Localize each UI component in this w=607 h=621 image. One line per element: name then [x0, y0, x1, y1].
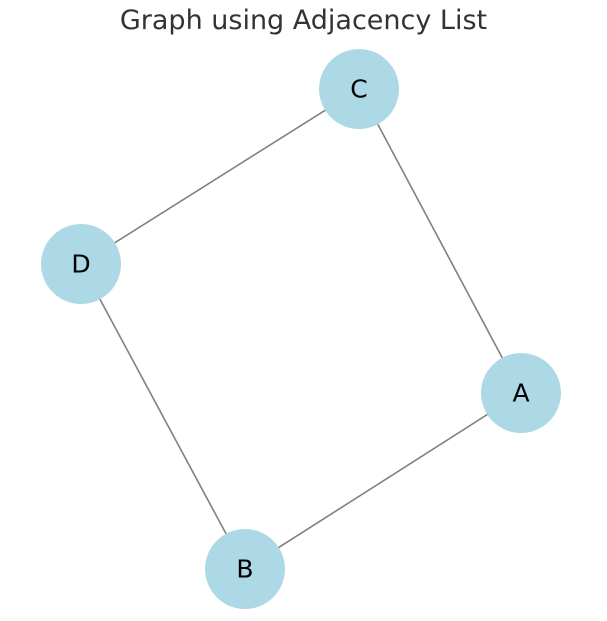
node-label-b: B	[236, 555, 253, 584]
node-circle-d	[41, 224, 121, 304]
node-circle-c	[319, 49, 399, 129]
node-a: A	[481, 353, 561, 433]
node-label-a: A	[512, 379, 529, 408]
edge-a-b	[244, 392, 522, 570]
node-b: B	[205, 529, 285, 609]
node-circle-b	[205, 529, 285, 609]
nodes-layer: A B C D	[41, 49, 561, 609]
edge-c-d	[80, 88, 360, 265]
node-circle-a	[481, 353, 561, 433]
node-c: C	[319, 49, 399, 129]
edges-layer	[80, 88, 522, 570]
edge-b-d	[80, 263, 246, 570]
diagram-title: Graph using Adjacency List	[119, 5, 488, 36]
edge-a-c	[358, 88, 522, 394]
node-d: D	[41, 224, 121, 304]
node-label-d: D	[71, 250, 90, 279]
node-label-c: C	[350, 75, 367, 104]
